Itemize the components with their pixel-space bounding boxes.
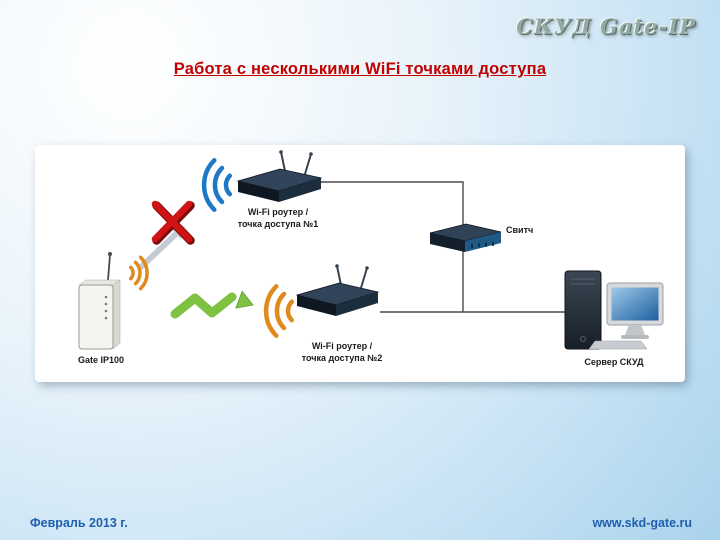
router2-label-line1: Wi-Fi роутер / (311, 341, 373, 351)
network-diagram (78, 150, 664, 350)
wifi-router-2-device (295, 264, 380, 316)
switch-device (429, 223, 502, 252)
signal-arrow-green-icon (170, 290, 254, 319)
brand-logo: СКУД Gate-IP (516, 14, 696, 39)
page-title: Работа с несколькими WiFi точками доступ… (173, 60, 547, 78)
server-device (564, 270, 664, 350)
gate-label: Gate IP100 (77, 355, 125, 365)
router1-label: Wi-Fi роутер / точка доступа №1 (217, 207, 339, 230)
footer-date: Февраль 2013 г. (30, 516, 128, 530)
ethernet-lines (321, 181, 567, 313)
router2-label-line2: точка доступа №2 (301, 352, 383, 363)
wifi-signal-blue-icon (201, 158, 233, 212)
router1-label-line2: точка доступа №1 (237, 218, 319, 229)
gate-ip100-device (78, 252, 121, 350)
server-label: Сервер СКУД (584, 357, 644, 367)
wifi-router-1-device (236, 150, 323, 202)
wifi-signal-orange-small-icon (128, 255, 149, 291)
router2-label: Wi-Fi роутер / точка доступа №2 (281, 341, 403, 364)
router1-label-line1: Wi-Fi роутер / (247, 207, 309, 217)
wifi-signal-orange-icon (263, 284, 295, 338)
footer-url: www.skd-gate.ru (592, 516, 692, 530)
switch-label: Свитч (506, 225, 534, 235)
blocked-x-icon (151, 200, 195, 245)
diagram-panel: Wi-Fi роутер / точка доступа №1 Wi-Fi ро… (35, 145, 685, 382)
